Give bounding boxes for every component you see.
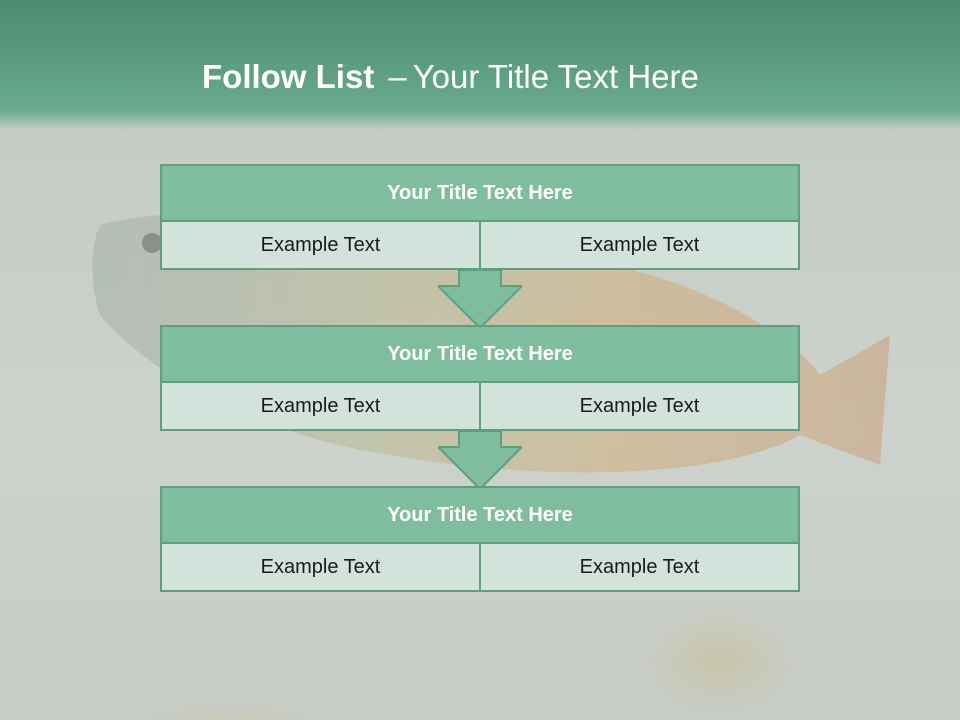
down-arrow-icon <box>438 270 522 328</box>
cell-left: Example Text <box>162 544 479 590</box>
cell-right: Example Text <box>481 544 798 590</box>
slide-title: Follow List–Your Title Text Here <box>202 55 699 99</box>
block-row: Example Text Example Text <box>162 544 798 590</box>
list-block-2: Your Title Text Here Example Text Exampl… <box>160 325 800 431</box>
block-title: Your Title Text Here <box>162 488 798 542</box>
cell-left: Example Text <box>162 383 479 429</box>
cell-left: Example Text <box>162 222 479 268</box>
title-text: Your Title Text Here <box>412 58 699 95</box>
title-separator: – <box>388 58 407 95</box>
list-block-1: Your Title Text Here Example Text Exampl… <box>160 164 800 270</box>
cell-right: Example Text <box>481 383 798 429</box>
block-title: Your Title Text Here <box>162 327 798 381</box>
block-title: Your Title Text Here <box>162 166 798 220</box>
list-block-3: Your Title Text Here Example Text Exampl… <box>160 486 800 592</box>
block-row: Example Text Example Text <box>162 383 798 429</box>
cell-right: Example Text <box>481 222 798 268</box>
down-arrow-icon <box>438 431 522 489</box>
title-bold: Follow List <box>202 58 375 95</box>
block-row: Example Text Example Text <box>162 222 798 268</box>
title-banner <box>0 0 960 130</box>
